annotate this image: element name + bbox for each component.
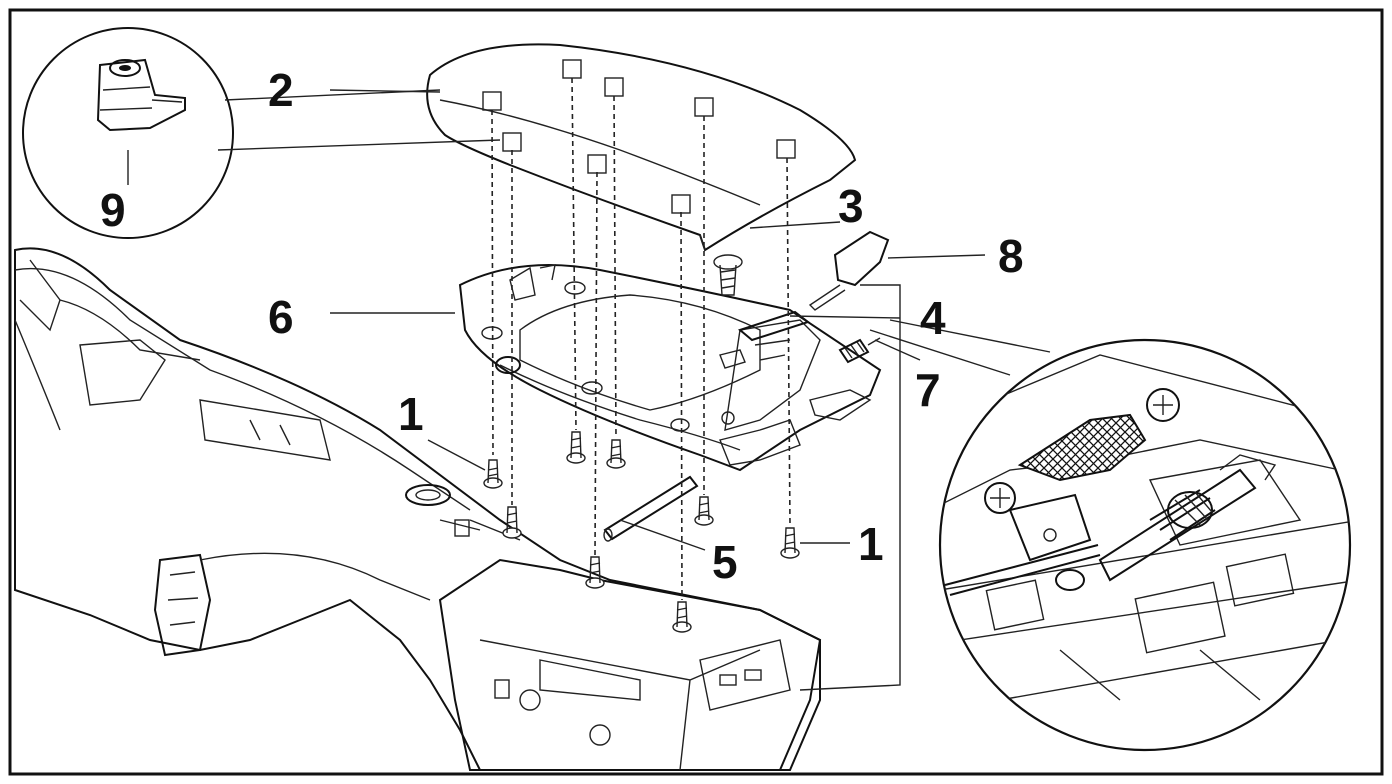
- callout-2: 2: [268, 64, 294, 116]
- screw-icon: [672, 601, 692, 633]
- lever-leader-line: [799, 284, 901, 691]
- screw-icon: [585, 556, 605, 589]
- spring: [838, 337, 881, 364]
- callout-1-left: 1: [398, 388, 424, 440]
- screw-icon: [606, 439, 626, 469]
- screw-icon: [713, 254, 743, 296]
- screw-icon: [780, 527, 800, 559]
- latch-mechanism-detail: [869, 319, 1352, 752]
- callout-7: 7: [915, 364, 941, 416]
- screw-set: [483, 254, 800, 633]
- clip-nut-detail: [22, 27, 501, 239]
- latch-plate: [719, 310, 811, 369]
- screw-icon: [694, 496, 714, 526]
- screw-icon: [566, 431, 586, 464]
- callout-5: 5: [712, 536, 738, 588]
- callout-3: 3: [838, 180, 864, 232]
- hinge-pin: [603, 475, 699, 542]
- lid-base: [458, 264, 882, 472]
- clip-nut-icon: [96, 58, 186, 132]
- callout-1-right: 1: [858, 518, 884, 570]
- callout-9: 9: [100, 184, 126, 236]
- callout-4: 4: [920, 292, 946, 344]
- alignment-lines: [491, 77, 791, 601]
- armrest-lid: [426, 43, 857, 252]
- callout-leaders: [329, 89, 986, 551]
- screw-icon: [483, 459, 503, 489]
- release-lever: [808, 230, 890, 311]
- callout-6: 6: [268, 291, 294, 343]
- console-body: [14, 247, 822, 771]
- callout-labels: 2 3 8 6 4 7 1 1 5 9: [100, 64, 1024, 588]
- screw-icon: [502, 506, 522, 539]
- callout-8: 8: [998, 230, 1024, 282]
